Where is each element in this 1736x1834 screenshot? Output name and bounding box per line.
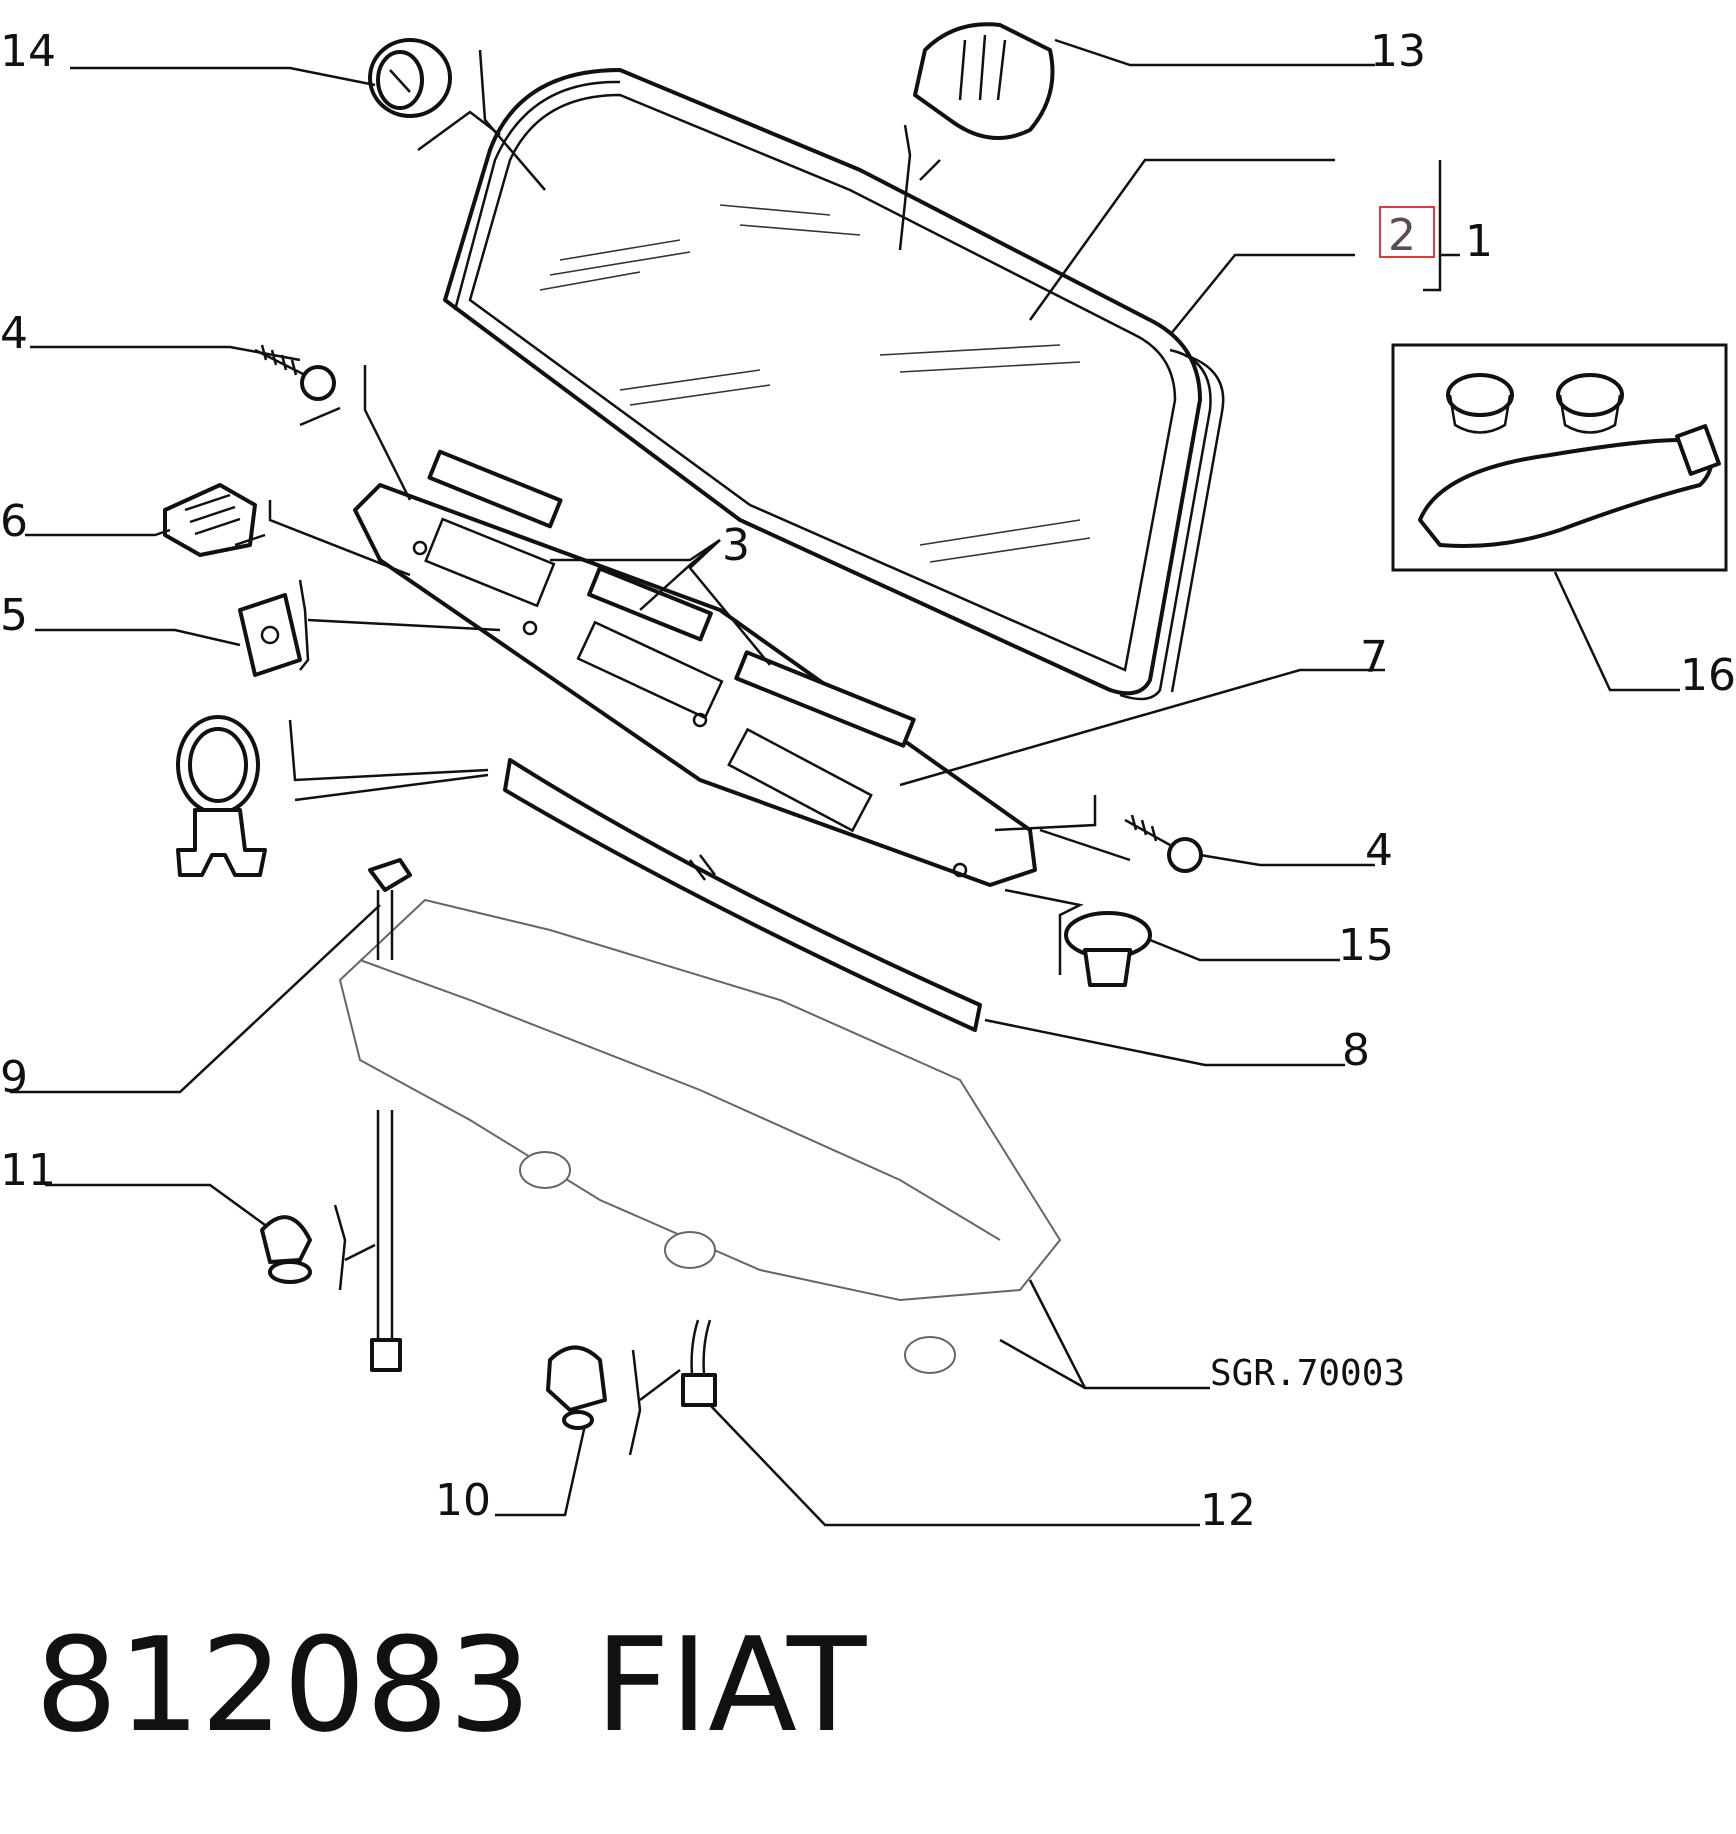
callout-3: 3	[722, 520, 750, 571]
callout-14: 14	[0, 26, 56, 77]
part-5-bracket	[238, 593, 302, 677]
window-seal-strip	[1119, 348, 1225, 701]
callout-2-highlight	[1379, 206, 1435, 258]
callout-2: 2	[1388, 210, 1416, 261]
weatherstrip-profile	[176, 715, 267, 877]
callout-10: 10	[435, 1475, 491, 1526]
part-8-seal-bead	[503, 758, 982, 1032]
callout-6: 6	[0, 496, 28, 547]
part-11-clip	[260, 1215, 312, 1284]
part-16-adhesive-kit-box	[1391, 343, 1728, 572]
glass-reflection-lines	[539, 204, 1091, 563]
part-7-trim-panel	[353, 483, 1037, 887]
callout-labels: 14 13 2 1 4 6 3 5 16 7 4 15 8 9 11 10 12…	[0, 26, 1736, 1536]
callout-5: 5	[0, 590, 28, 641]
callout-15: 15	[1338, 920, 1394, 971]
callout-7: 7	[1360, 632, 1388, 683]
callout-4-top: 4	[0, 308, 28, 359]
rear-window-glass	[443, 68, 1202, 696]
part-13-clip	[913, 22, 1055, 140]
footer: 812083 FIAT	[35, 1609, 867, 1761]
part-15-push-clip	[1064, 911, 1152, 987]
parcel-shelf-assembly	[338, 898, 1062, 1374]
part-4-screw-right	[1124, 814, 1203, 873]
callout-12: 12	[1200, 1485, 1256, 1536]
callout-16: 16	[1680, 650, 1736, 701]
brand-name: FIAT	[595, 1609, 867, 1761]
callout-11: 11	[0, 1145, 56, 1196]
part-10-clip	[546, 1345, 607, 1430]
callout-13: 13	[1370, 26, 1426, 77]
part-14-grommet	[368, 38, 452, 118]
callout-4-right: 4	[1365, 825, 1393, 876]
leader-lines	[10, 38, 1680, 1527]
reference-code: SGR.70003	[1210, 1353, 1405, 1394]
part-number: 812083	[35, 1609, 531, 1761]
part-9-fastener-cable	[368, 858, 412, 1372]
part-12-cable-end	[681, 1319, 717, 1407]
part-6-clip	[163, 483, 257, 557]
callout-9: 9	[0, 1052, 28, 1103]
part-3-connectors	[427, 449, 916, 748]
callout-1: 1	[1465, 216, 1493, 267]
callout-8: 8	[1342, 1025, 1370, 1076]
